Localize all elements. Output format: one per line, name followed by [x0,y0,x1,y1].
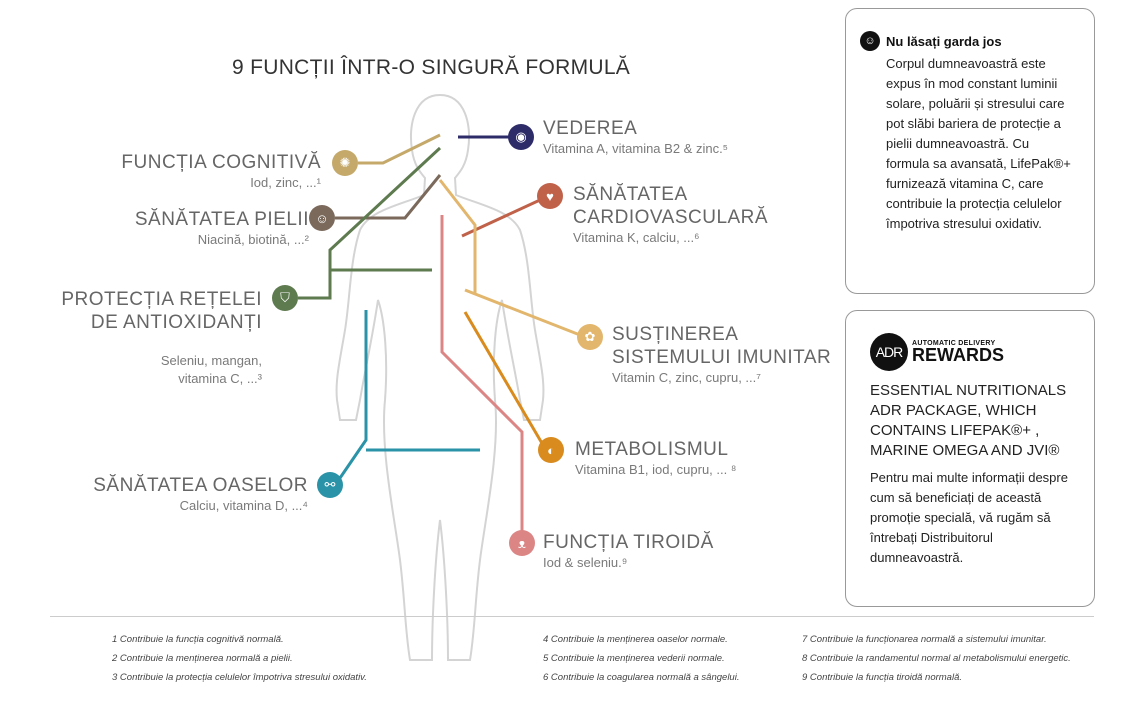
line-metabolism [463,311,545,446]
function-nutrients: Vitamina K, calciu, ...⁶ [573,230,700,245]
footnote: 1 Contribuie la funcția cognitivă normal… [112,634,284,645]
brain-icon: ✺ [332,150,358,176]
line-thyroid [440,215,524,532]
function-name: PROTECȚIA REȚELEI [61,289,262,310]
function-name: SĂNĂTATEA OASELOR [93,475,308,496]
info-box-text: Corpul dumneavoastră este expus în mod c… [886,56,1071,231]
line-immune-2 [464,288,581,337]
function-name: SUSȚINEREA [612,324,739,345]
function-name: SĂNĂTATEA PIELII [134,209,309,230]
promo-text: Pentru mai multe informații despre cum s… [870,470,1068,565]
eye-icon: ◉ [508,124,534,150]
thyroid-icon: ᴥ [509,530,535,556]
label-bones: SĂNĂTATEA OASELOR Calciu, vitamina D, ...… [93,474,308,515]
face-icon: ☺ [860,31,880,51]
body-outline [335,93,545,661]
info-box: ☺ Nu lăsați garda jos Corpul dumneavoastr… [845,8,1095,294]
label-vision: VEDEREA Vitamina A, vitamina B2 & zinc.⁵ [543,117,728,158]
function-name: SISTEMULUI IMUNITAR [612,347,832,368]
function-nutrients: vitamina C, ...³ [178,371,262,386]
function-nutrients: Iod & seleniu.⁹ [543,555,628,570]
line-immune [438,179,477,295]
footnotes-col-1: 1 Contribuie la funcția cognitivă normal… [112,630,367,687]
function-name: METABOLISMUL [575,439,729,460]
footnote: 6 Contribuie la coagularea normală a sân… [543,672,740,683]
function-name: CARDIOVASCULARĂ [573,207,769,228]
footnote: 4 Contribuie la menținerea oaselor norma… [543,634,728,645]
footnote: 2 Contribuie la menținerea normală a pie… [112,653,293,664]
label-cognitive: FUNCȚIA COGNITIVĂ Iod, zinc, ...¹ [121,151,321,192]
function-nutrients: Vitamina B1, iod, cupru, ... ⁸ [575,462,737,477]
line-antioxidant [298,146,442,300]
adr-logo-main: REWARDS [912,345,1005,365]
footnotes-col-2: 4 Contribuie la menținerea oaselor norma… [543,630,739,687]
cell-icon: ✿ [577,324,603,350]
footnote: 3 Contribuie la protecția celulelor împo… [112,672,367,683]
function-nutrients: Vitamina A, vitamina B2 & zinc.⁵ [543,141,729,156]
function-nutrients: Iod, zinc, ...¹ [250,175,321,190]
shield-icon: ⛉ [272,285,298,311]
divider [50,616,1094,617]
adr-logo-mark: ADR [870,333,908,371]
info-box-title: Nu lăsați garda jos [886,33,1002,49]
footnotes-col-3: 7 Contribuie la funcționarea normală a s… [802,630,1071,687]
footnote: 9 Contribuie la funcția tiroidă normală. [802,672,963,683]
package-title: ESSENTIAL NUTRITIONALS ADR PACKAGE, WHIC… [870,382,1067,459]
face-icon: ☺ [309,205,335,231]
line-cognitive [358,133,441,165]
function-name: FUNCȚIA TIROIDĂ [543,532,714,553]
label-thyroid: FUNCȚIA TIROIDĂ Iod & seleniu.⁹ [543,531,714,572]
function-nutrients: Vitamin C, zinc, cupru, ...⁷ [612,370,761,385]
label-skin: SĂNĂTATEA PIELII Niacină, biotină, ...² [135,208,309,249]
adr-logo-top: AUTOMATIC DELIVERY [912,340,996,347]
function-name: SĂNĂTATEA [573,184,688,205]
footnote: 7 Contribuie la funcționarea normală a s… [802,634,1047,645]
line-bones [338,310,368,479]
label-metabolism: METABOLISMUL Vitamina B1, iod, cupru, ...… [575,438,736,479]
function-nutrients: Calciu, vitamina D, ...⁴ [179,498,308,513]
heart-icon: ♥ [537,183,563,209]
stomach-icon: ◐ [538,437,564,463]
function-name: DE ANTIOXIDANȚI [90,312,262,333]
footnote: 5 Contribuie la menținerea vederii norma… [543,653,725,664]
function-name: FUNCȚIA COGNITIVĂ [121,152,321,173]
function-nutrients: Niacină, biotină, ...² [197,232,309,247]
page-title: 9 FUNCȚII ÎNTR-O SINGURĂ FORMULĂ [232,56,631,79]
line-skin [335,174,442,220]
function-name: VEDEREA [543,118,638,139]
footnote: 8 Contribuie la randamentul normal al me… [802,653,1071,664]
function-nutrients: Seleniu, mangan, [160,353,262,368]
bone-icon: ⚯ [317,472,343,498]
